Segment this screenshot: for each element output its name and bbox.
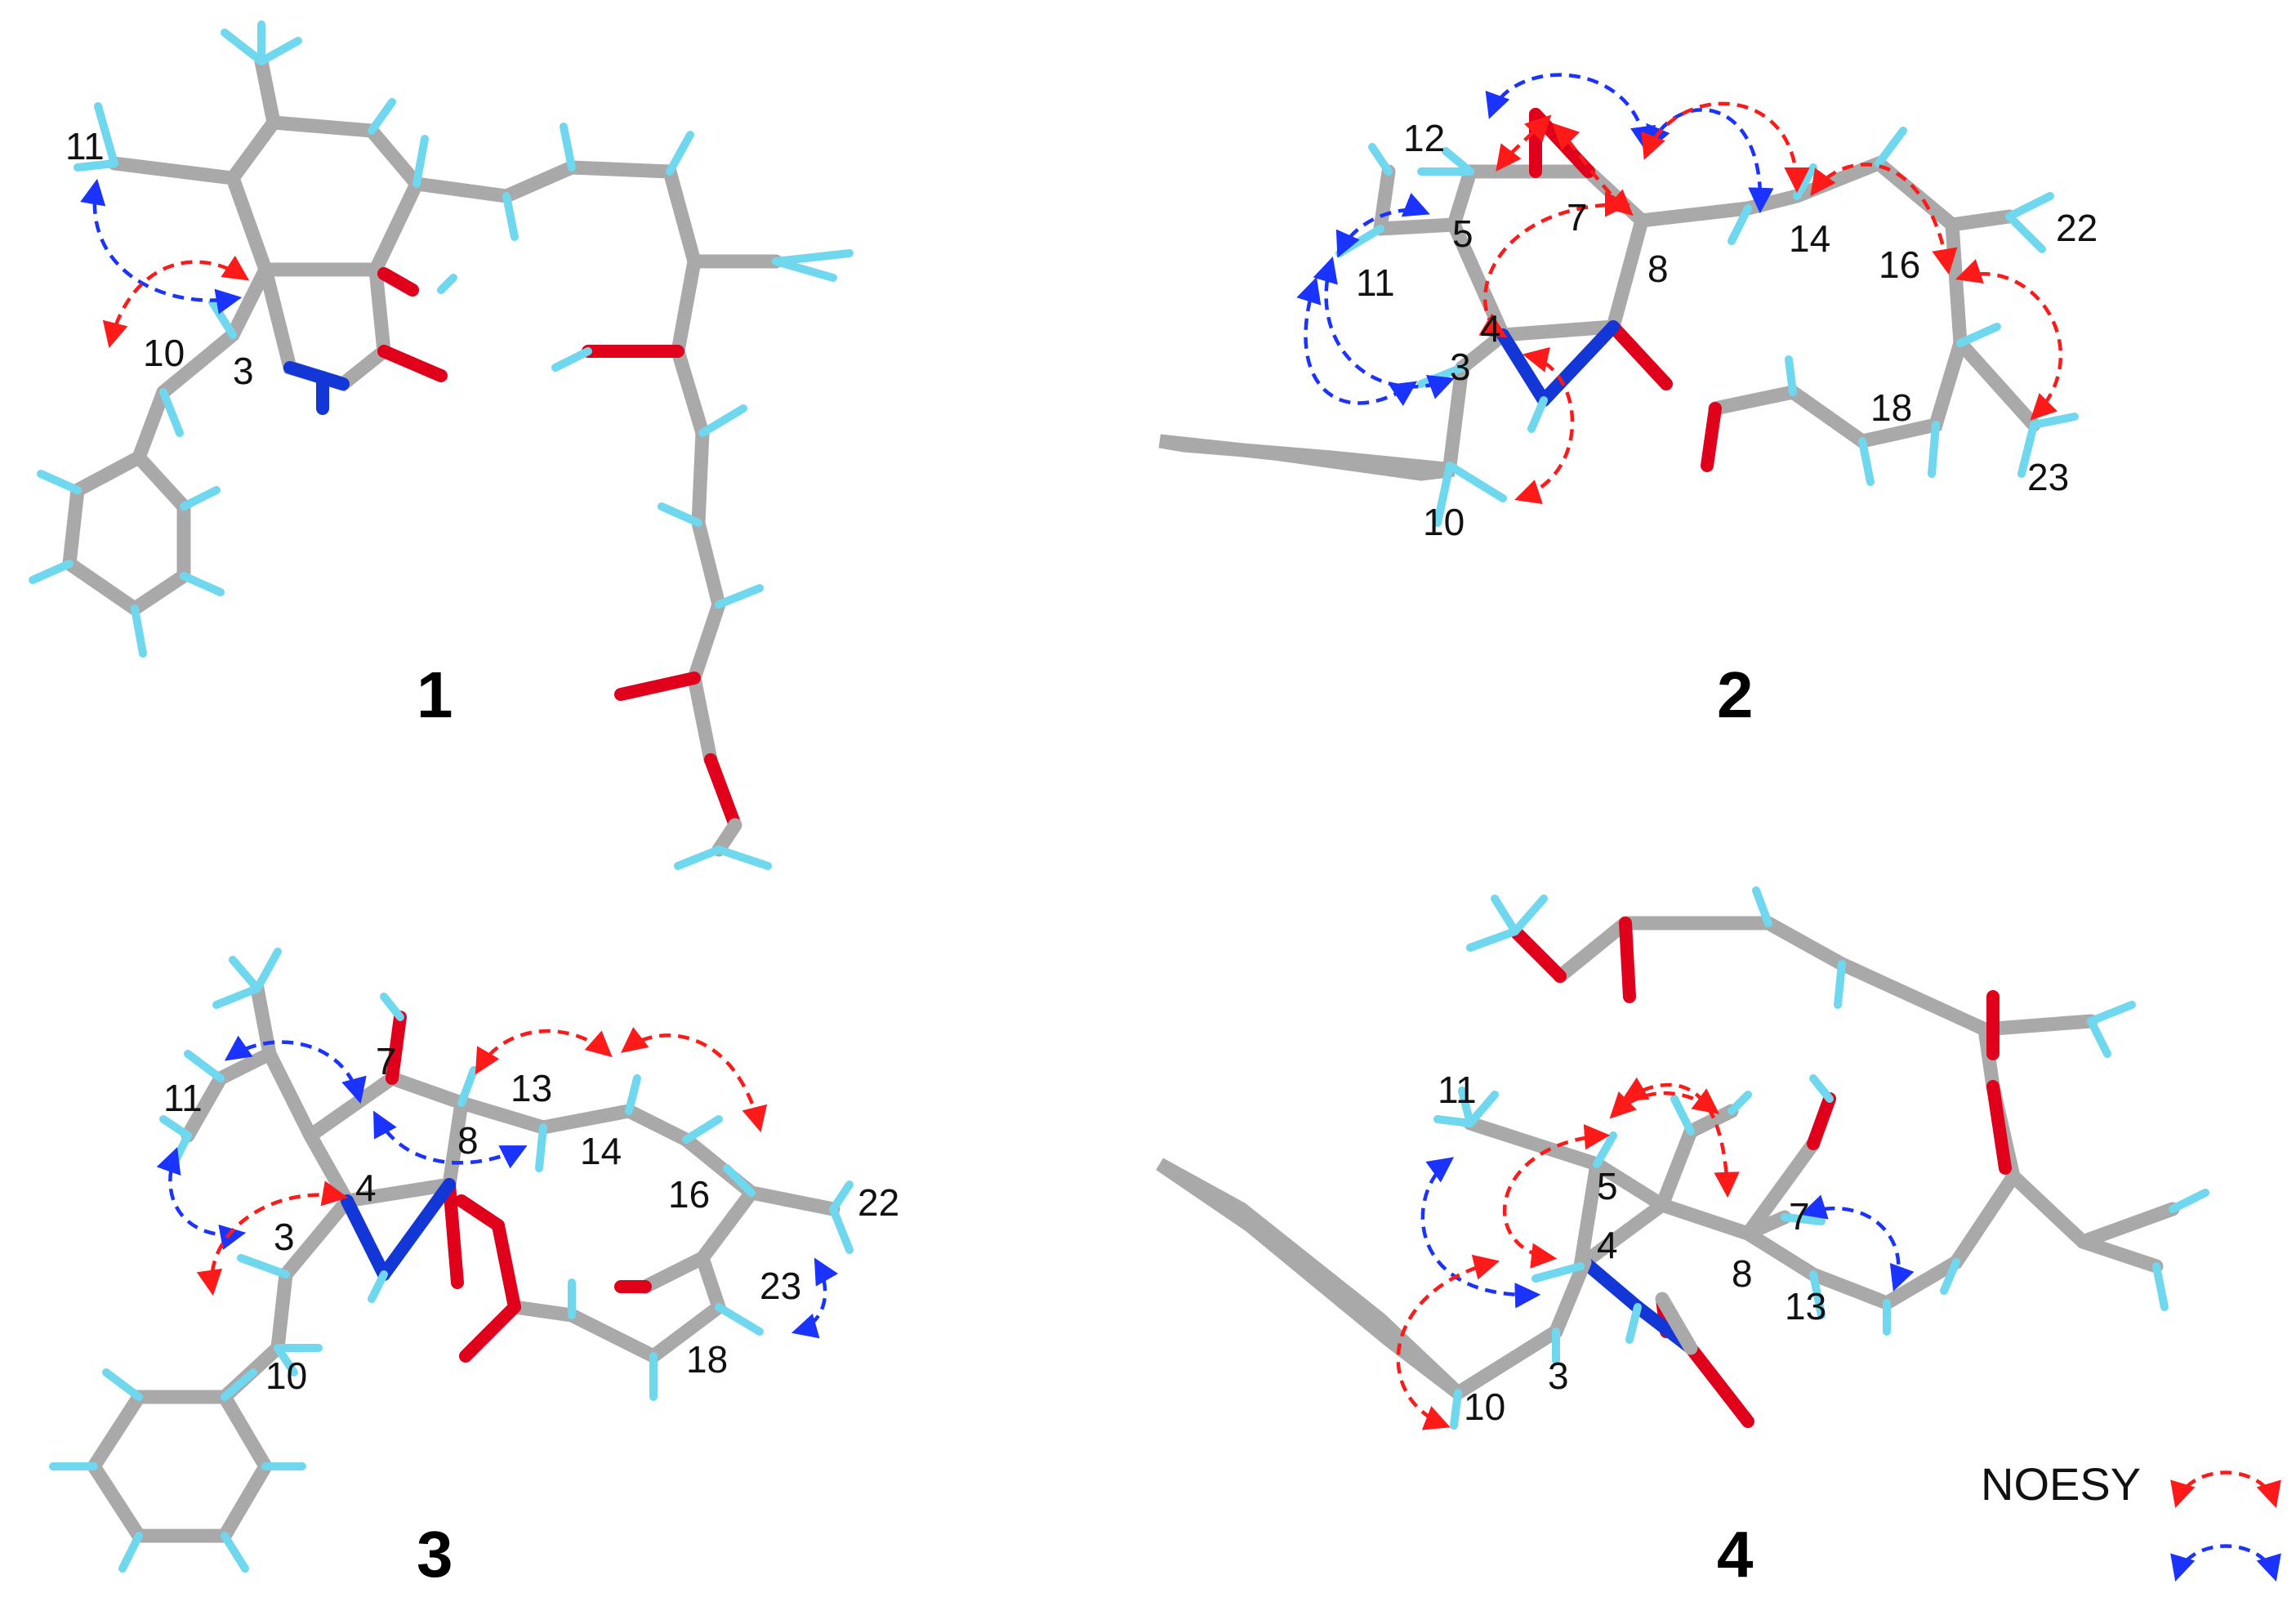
label-2-9: 3 (1450, 346, 1471, 388)
compound-2-number: 2 (1717, 658, 1754, 731)
legend-blue-arc (2170, 1544, 2281, 1582)
label-2-0: 12 (1403, 117, 1445, 159)
label-3-10: 18 (686, 1338, 728, 1381)
label-2-3: 8 (1647, 248, 1669, 290)
label-3-4: 14 (580, 1130, 622, 1172)
compound-4-labels: 11 5 7 4 8 13 3 10 4 (1438, 1069, 1826, 1591)
label-3-1: 13 (510, 1067, 552, 1109)
label-4-0: 11 (1438, 1069, 1477, 1111)
label-4-2: 7 (1789, 1195, 1810, 1238)
compound-1-labels: 11 10 3 1 (65, 125, 453, 731)
label-4-3: 4 (1597, 1224, 1618, 1266)
label-4-7: 10 (1464, 1386, 1505, 1428)
label-2-1: 5 (1452, 212, 1473, 255)
label-2-8: 4 (1480, 307, 1501, 350)
label-2-12: 10 (1423, 501, 1465, 543)
label-3-8: 3 (274, 1216, 295, 1258)
legend: NOESY (1981, 1458, 2281, 1582)
compound-3-model (49, 948, 854, 1573)
label-1-1: 10 (143, 332, 185, 374)
label-3-7: 22 (858, 1181, 899, 1224)
compound-2-model (1158, 73, 2079, 527)
legend-red-arc (2170, 1470, 2281, 1509)
label-3-9: 23 (760, 1265, 801, 1307)
compound-4-model (1156, 886, 2209, 1430)
compound-4-number: 4 (1717, 1518, 1754, 1591)
label-3-5: 4 (355, 1167, 377, 1209)
label-3-11: 10 (265, 1354, 307, 1397)
compound-2-labels: 12 5 7 8 14 16 22 11 4 3 18 23 10 2 (1356, 117, 2098, 731)
compound-1-model (29, 20, 854, 870)
label-1-0: 11 (65, 125, 105, 167)
label-2-4: 14 (1789, 217, 1830, 260)
label-1-2: 3 (233, 350, 254, 392)
label-3-3: 8 (457, 1119, 479, 1162)
label-2-6: 22 (2056, 207, 2098, 249)
label-4-1: 5 (1597, 1165, 1618, 1207)
label-3-2: 11 (163, 1077, 203, 1119)
label-4-6: 3 (1548, 1354, 1569, 1397)
label-2-2: 7 (1567, 196, 1588, 239)
compound-3-labels: 7 13 11 8 14 4 16 22 3 23 18 10 3 (163, 1040, 899, 1591)
label-4-4: 8 (1732, 1252, 1753, 1295)
compound-1-number: 1 (417, 658, 453, 731)
label-2-7: 11 (1356, 261, 1395, 304)
label-2-10: 18 (1870, 386, 1912, 429)
label-3-0: 7 (376, 1040, 397, 1082)
label-3-6: 16 (668, 1173, 710, 1216)
label-2-5: 16 (1879, 243, 1920, 286)
label-4-5: 13 (1785, 1285, 1826, 1328)
label-2-11: 23 (2027, 456, 2069, 498)
legend-noesy-label: NOESY (1981, 1458, 2141, 1510)
compound-3-number: 3 (417, 1518, 453, 1591)
